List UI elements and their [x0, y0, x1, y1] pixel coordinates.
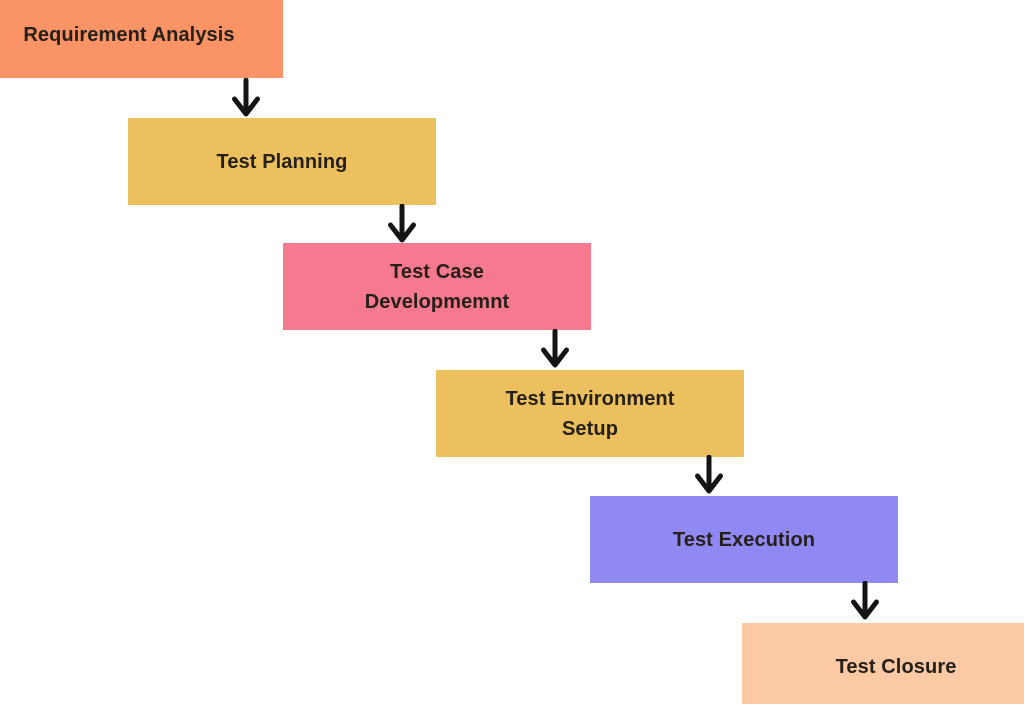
step-box-test-case-development: Test Case Developmemnt [283, 243, 591, 330]
step-box-test-environment-setup: Test Environment Setup [436, 370, 744, 457]
arrow-down-icon [539, 329, 571, 369]
arrow-down-icon [230, 78, 262, 118]
step-box-test-closure: Test Closure [742, 623, 1024, 704]
step-box-test-execution: Test Execution [590, 496, 898, 583]
arrow-down-icon [849, 581, 881, 621]
step-label: Test Case Developmemnt [364, 260, 510, 313]
step-label: Test Closure [835, 655, 957, 678]
step-label: Test Execution [672, 528, 816, 551]
step-label: Requirement Analysis [23, 23, 235, 46]
step-label: Test Planning [216, 150, 348, 173]
arrow-down-icon [386, 204, 418, 244]
step-label: Test Environment Setup [505, 387, 675, 440]
step-box-test-planning: Test Planning [128, 118, 436, 205]
arrow-down-icon [693, 455, 725, 495]
step-box-requirement-analysis: Requirement Analysis [0, 0, 283, 78]
